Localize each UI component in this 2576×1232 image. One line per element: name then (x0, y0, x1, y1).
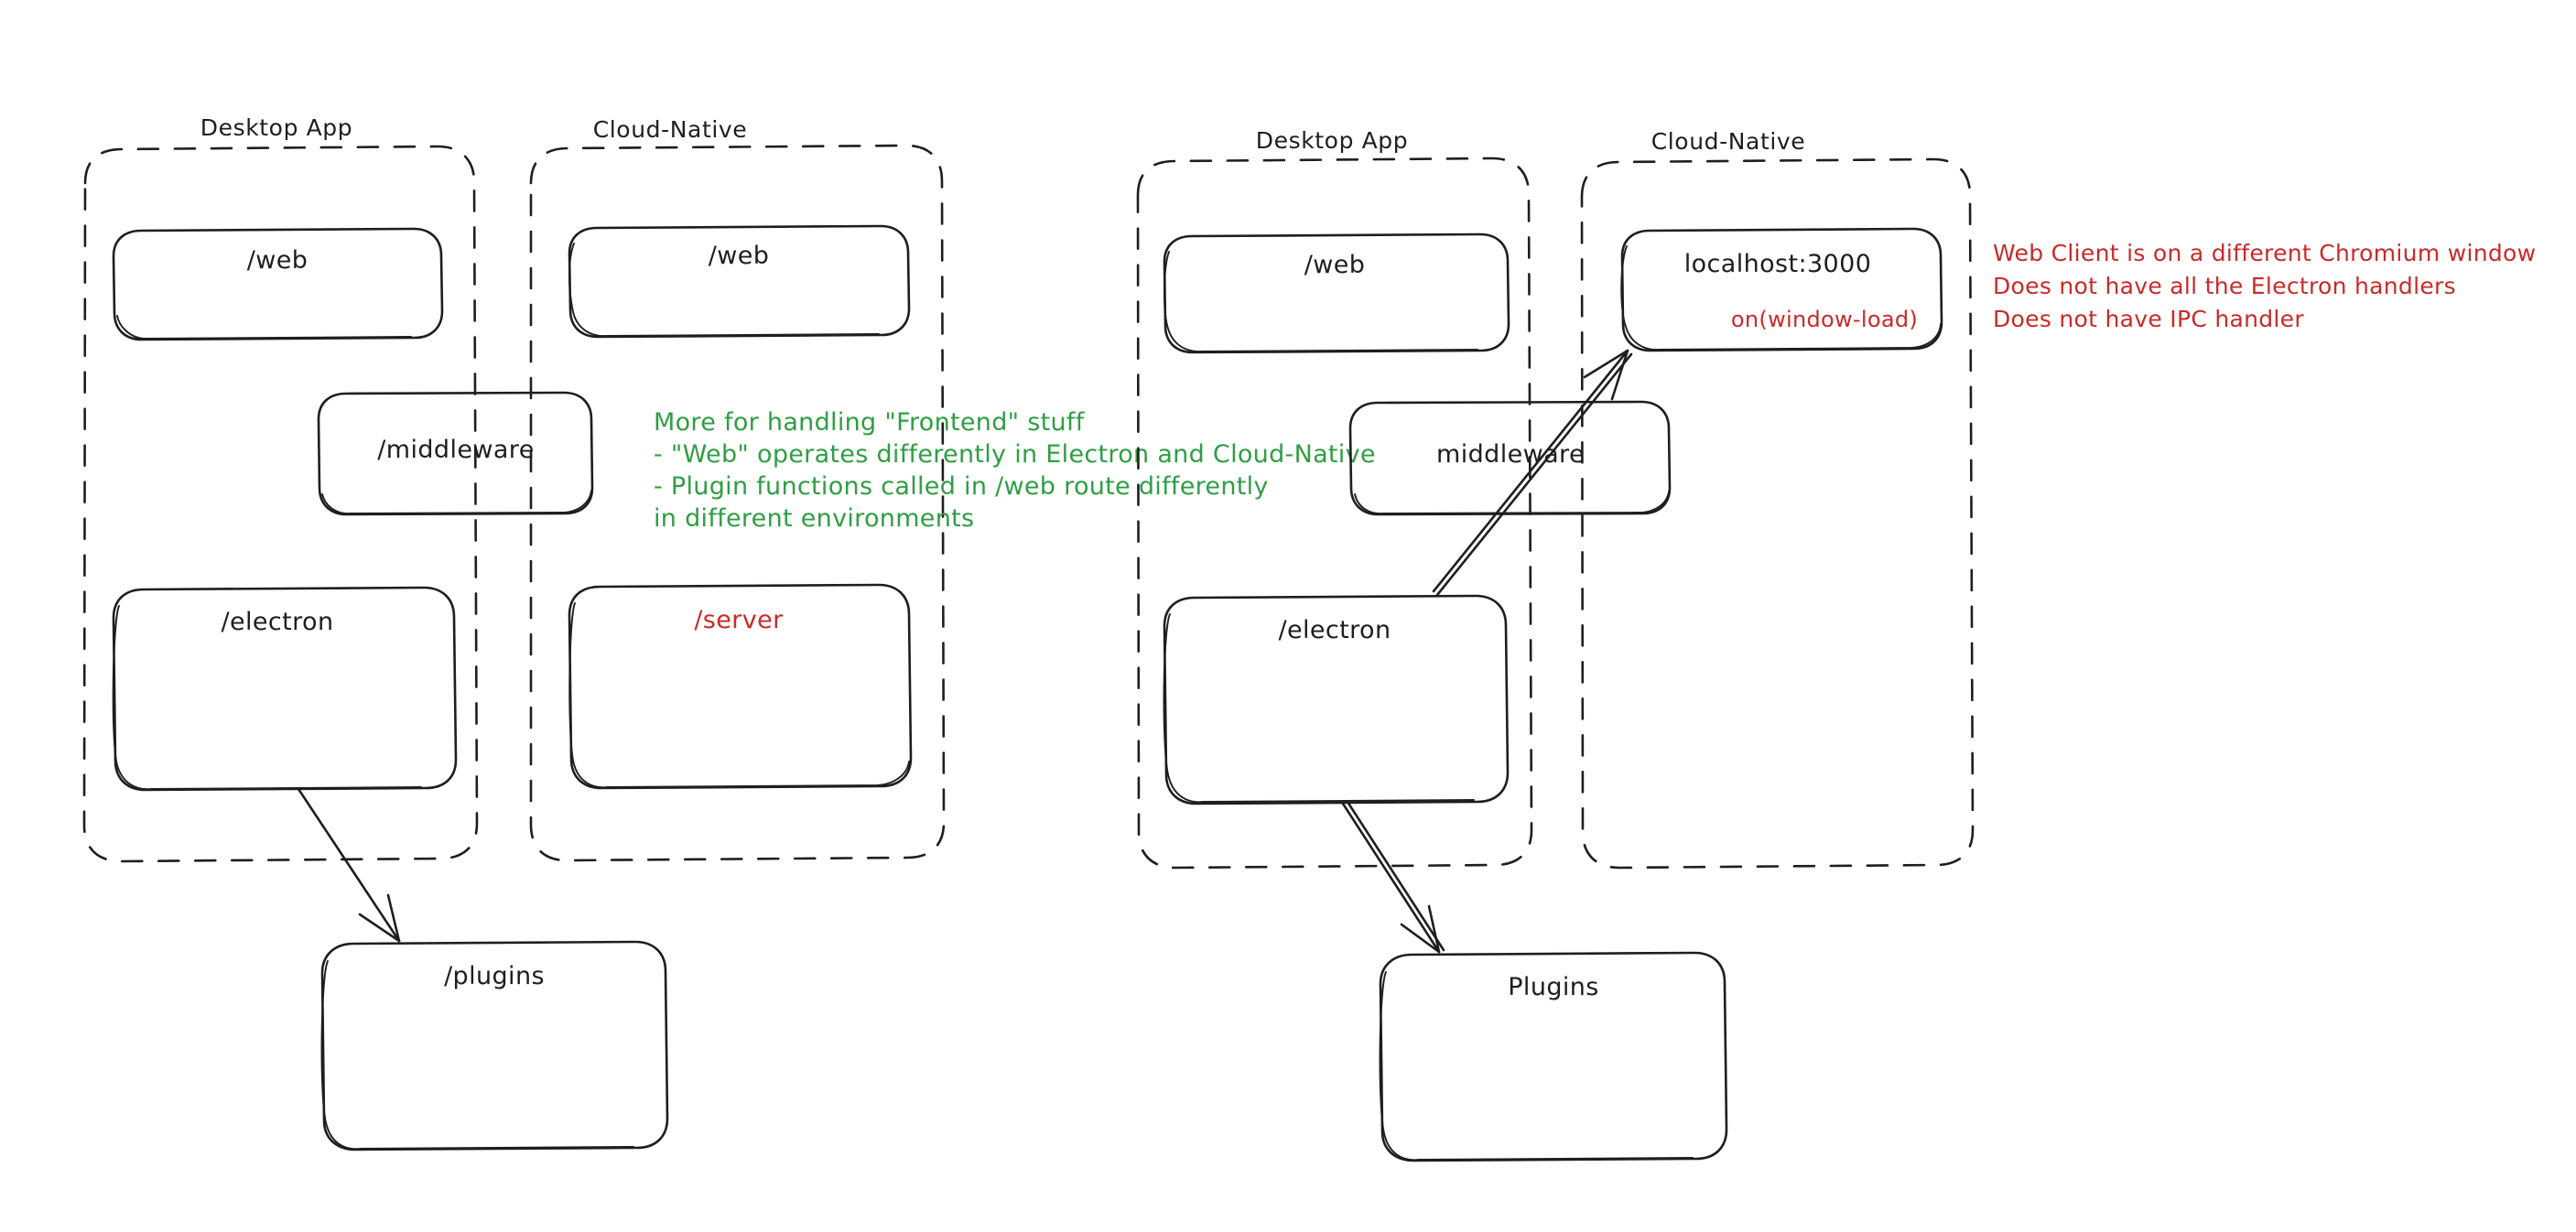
left-node-label-server: /server (694, 606, 784, 634)
left-note-green: More for handling "Frontend" stuff - "We… (654, 408, 1376, 533)
right-node-localhost[interactable]: localhost:3000 on(window-load) (1620, 227, 1943, 352)
left-node-web-cloud[interactable]: /web (568, 224, 911, 339)
right-node-web-desktop[interactable]: /web (1163, 232, 1510, 354)
right-arrow-electron-to-localhost (1432, 349, 1633, 597)
left-group-cloud-native[interactable]: Cloud-Native (529, 116, 946, 862)
left-diagram: Desktop App Cloud-Native /web /web /midd… (82, 114, 1376, 1151)
left-node-plugins[interactable]: /plugins (320, 940, 669, 1151)
right-group-desktop-app[interactable]: Desktop App (1136, 127, 1533, 870)
left-note-green-line-3: - Plugin functions called in /web route … (654, 472, 1269, 501)
right-group-label-cloud-native: Cloud-Native (1651, 128, 1806, 155)
right-node-electron[interactable]: /electron (1163, 594, 1510, 805)
left-note-green-line-2: - "Web" operates differently in Electron… (654, 440, 1376, 469)
right-group-label-desktop-app: Desktop App (1256, 127, 1409, 154)
right-node-label-middleware: middleware (1436, 440, 1585, 469)
right-note-red-line-2: Does not have all the Electron handlers (1993, 273, 2456, 299)
left-note-green-line-1: More for handling "Frontend" stuff (654, 408, 1086, 437)
right-group-cloud-native[interactable]: Cloud-Native (1580, 128, 1975, 870)
left-node-label-web-desktop: /web (247, 246, 308, 275)
right-note-red-line-3: Does not have IPC handler (1993, 306, 2304, 332)
right-node-plugins[interactable]: Plugins (1379, 951, 1728, 1162)
right-node-label-electron: /electron (1279, 616, 1391, 644)
left-node-label-electron: /electron (222, 608, 334, 636)
right-arrow-electron-to-plugins (1341, 800, 1445, 954)
right-node-label-web-desktop: /web (1304, 251, 1366, 279)
left-node-web-desktop[interactable]: /web (112, 227, 444, 341)
left-node-label-middleware: /middleware (377, 436, 534, 464)
left-node-server[interactable]: /server (568, 583, 913, 790)
left-node-label-web-cloud: /web (709, 242, 770, 270)
right-node-label-localhost: localhost:3000 (1684, 250, 1872, 278)
right-diagram: Desktop App Cloud-Native /web localhost:… (1136, 127, 2536, 1162)
right-note-red-line-1: Web Client is on a different Chromium wi… (1993, 240, 2536, 266)
left-node-label-plugins: /plugins (444, 962, 545, 990)
right-node-sublabel-on-window-load: on(window-load) (1731, 307, 1918, 332)
left-note-green-line-4: in different environments (654, 504, 974, 533)
left-node-electron[interactable]: /electron (112, 586, 458, 792)
left-node-middleware[interactable]: /middleware (317, 391, 594, 516)
left-group-label-desktop-app: Desktop App (200, 114, 353, 141)
left-group-label-cloud-native: Cloud-Native (593, 116, 748, 143)
right-note-red: Web Client is on a different Chromium wi… (1993, 240, 2536, 332)
left-group-desktop-app[interactable]: Desktop App (82, 114, 479, 863)
right-node-label-plugins: Plugins (1508, 973, 1599, 1001)
left-arrow-electron-to-plugins (297, 787, 401, 943)
